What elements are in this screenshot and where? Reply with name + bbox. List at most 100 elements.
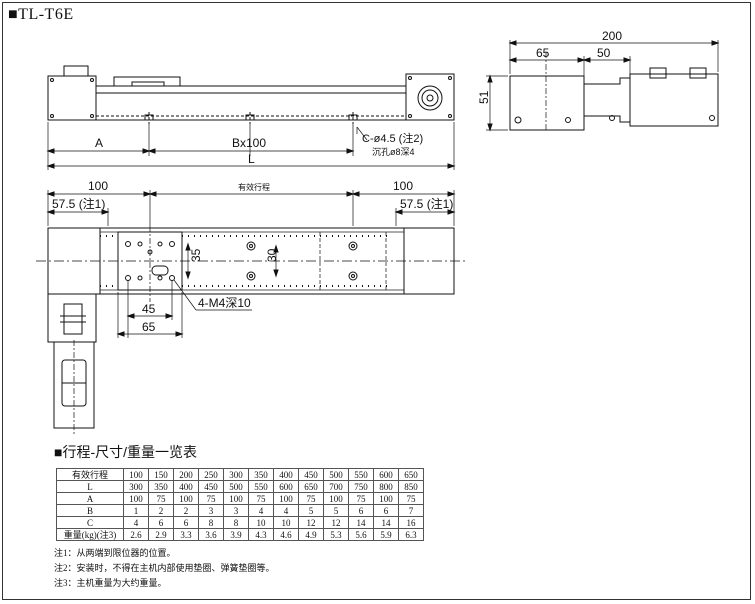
table-cell: 150 (148, 468, 174, 481)
model-title: ■TL-T6E (8, 6, 74, 23)
dim-200-label: 200 (602, 29, 622, 43)
table-cell: 250 (198, 468, 224, 481)
table-cell: 4.9 (298, 528, 324, 541)
table-cell: 2.6 (123, 528, 149, 541)
table-cell: 300 (223, 468, 249, 481)
screw-note: 4-M4深10 (198, 296, 251, 310)
table-cell: 400 (173, 480, 199, 493)
table-cell: 12 (298, 516, 324, 529)
table-cell: 5.3 (323, 528, 349, 541)
stroke-label: 有效行程 (238, 182, 270, 192)
table-cell: 200 (173, 468, 199, 481)
table-cell: 100 (173, 492, 199, 505)
table-cell: 350 (248, 468, 274, 481)
row-label: L (56, 480, 124, 493)
dim-30-label: 30 (265, 248, 279, 262)
table-cell: 2 (148, 504, 174, 517)
table-cell: 6 (173, 516, 199, 529)
table-cell: 750 (348, 480, 374, 493)
dim-45-label: 45 (142, 302, 156, 316)
table-cell: 75 (298, 492, 324, 505)
row-label: B (56, 504, 124, 517)
table-cell: 550 (248, 480, 274, 493)
dim-100-right-label: 100 (393, 179, 413, 193)
table-cell: 4 (248, 504, 274, 517)
table-cell: 6 (348, 504, 374, 517)
table-cell: 2 (173, 504, 199, 517)
dim-57-5-left-label: 57.5 (注1) (52, 196, 105, 211)
table-cell: 5 (323, 504, 349, 517)
dim-a-label: A (95, 136, 103, 150)
table-cell: 100 (223, 492, 249, 505)
table-cell: 6 (148, 516, 174, 529)
table-cell: 450 (198, 480, 224, 493)
table-cell: 14 (373, 516, 399, 529)
end-view (486, 40, 720, 132)
note-3: 注3：主机重量为大约重量。 (54, 578, 167, 588)
table-cell: 3.3 (173, 528, 199, 541)
row-label: A (56, 492, 124, 505)
table-cell: 2.9 (148, 528, 174, 541)
table-cell: 3 (198, 504, 224, 517)
table-cell: 8 (198, 516, 224, 529)
table-cell: 350 (148, 480, 174, 493)
table-cell: 3.9 (223, 528, 249, 541)
dim-65-label: 65 (536, 46, 550, 60)
dim-57-5-right-label: 57.5 (注1) (400, 196, 453, 211)
table-cell: 850 (398, 480, 424, 493)
note-1: 注1：从两端到限位器的位置。 (54, 548, 176, 558)
dim-51-label: 51 (477, 90, 491, 104)
hole-note-1: C-ø4.5 (注2) (362, 131, 423, 145)
table-cell: 600 (373, 468, 399, 481)
table-heading: ■行程-尺寸/重量一览表 (54, 444, 198, 460)
row-label: C (56, 516, 124, 529)
table-cell: 100 (123, 468, 149, 481)
table-cell: 1 (123, 504, 149, 517)
table-cell: 3.6 (198, 528, 224, 541)
table-cell: 500 (223, 480, 249, 493)
table-cell: 100 (273, 492, 299, 505)
dim-bx-label: Bx100 (232, 136, 266, 150)
dim-l-label: L (248, 152, 255, 166)
table-cell: 75 (398, 492, 424, 505)
table-cell: 14 (348, 516, 374, 529)
table-cell: 450 (298, 468, 324, 481)
table-cell: 5.9 (373, 528, 399, 541)
table-cell: 300 (123, 480, 149, 493)
table-cell: 4.6 (273, 528, 299, 541)
table-cell: 4 (123, 516, 149, 529)
table-cell: 3 (223, 504, 249, 517)
top-view (36, 190, 466, 436)
row-label: 重量(kg)(注3) (56, 528, 124, 541)
table-cell: 650 (298, 480, 324, 493)
dim-50-label: 50 (597, 46, 611, 60)
table-cell: 500 (323, 468, 349, 481)
table-cell: 400 (273, 468, 299, 481)
table-cell: 7 (398, 504, 424, 517)
table-cell: 600 (273, 480, 299, 493)
table-cell: 10 (273, 516, 299, 529)
table-cell: 650 (398, 468, 424, 481)
side-view (46, 65, 456, 170)
table-cell: 100 (323, 492, 349, 505)
table-cell: 4.3 (248, 528, 274, 541)
table-cell: 100 (373, 492, 399, 505)
table-cell: 75 (148, 492, 174, 505)
table-cell: 4 (273, 504, 299, 517)
table-cell: 700 (323, 480, 349, 493)
dim-65-bottom-label: 65 (142, 320, 156, 334)
table-cell: 12 (323, 516, 349, 529)
row-label: 有效行程 (56, 468, 124, 481)
table-cell: 5 (298, 504, 324, 517)
table-cell: 8 (223, 516, 249, 529)
dim-35-label: 35 (189, 248, 203, 262)
table-cell: 75 (348, 492, 374, 505)
